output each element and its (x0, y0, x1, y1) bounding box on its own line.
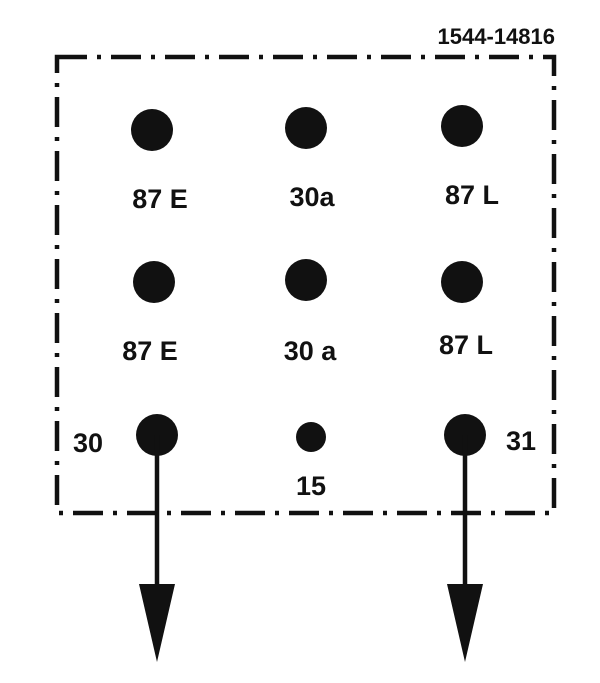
relay-outline (54, 54, 557, 516)
pin-87e-top (131, 109, 173, 151)
pin-87e-middle (133, 261, 175, 303)
pin-label-30a-top: 30a (289, 182, 335, 212)
arrow-pin-31 (447, 435, 483, 662)
pin-label-31: 31 (506, 426, 536, 456)
pin-30a-top (285, 107, 327, 149)
pin-label-87l-top: 87 L (445, 180, 499, 210)
pin-label-87e-middle: 87 E (122, 336, 178, 366)
pin-label-30a-middle: 30 a (284, 336, 338, 366)
pin-label-87l-middle: 87 L (439, 330, 493, 360)
arrow-pin-30 (139, 435, 175, 662)
pin-87l-middle (441, 261, 483, 303)
pin-label-15: 15 (296, 471, 326, 501)
pin-30a-middle (285, 259, 327, 301)
pin-label-30: 30 (73, 428, 103, 458)
pin-87l-top (441, 105, 483, 147)
pin-15 (296, 422, 326, 452)
part-number: 1544-14816 (438, 24, 555, 49)
pin-label-87e-top: 87 E (132, 184, 188, 214)
